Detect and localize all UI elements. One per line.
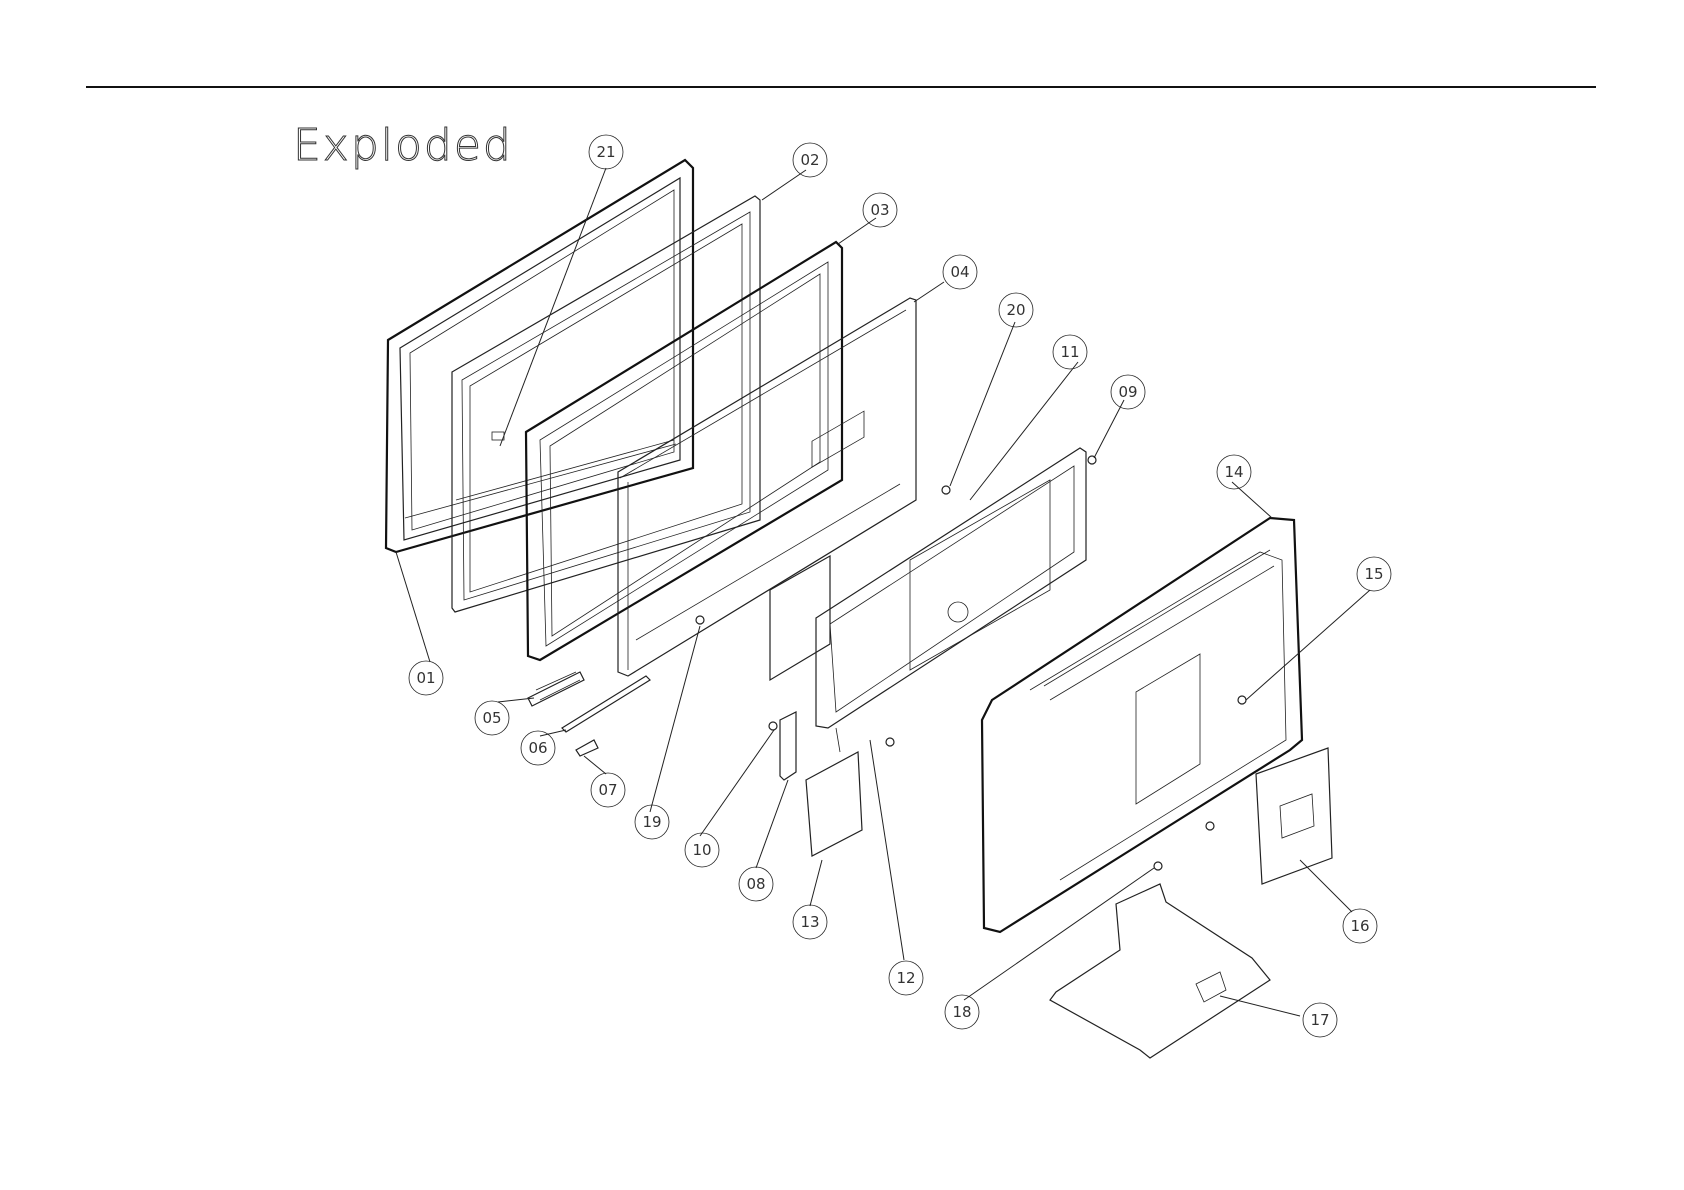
callout-12-label: 12 xyxy=(896,969,915,987)
callout-03-label: 03 xyxy=(870,201,889,219)
callout-13-label: 13 xyxy=(800,913,819,931)
callout-01-label: 01 xyxy=(416,669,435,687)
callout-19-label: 19 xyxy=(642,813,661,831)
callout-10-label: 10 xyxy=(692,841,711,859)
callout-16: 16 xyxy=(1343,909,1377,943)
part-panel-frame xyxy=(526,242,842,660)
callout-08: 08 xyxy=(739,867,773,901)
callout-20-label: 20 xyxy=(1006,301,1025,319)
callout-07-label: 07 xyxy=(598,781,617,799)
callout-14-label: 14 xyxy=(1224,463,1243,481)
callout-16-label: 16 xyxy=(1350,917,1369,935)
part-clip xyxy=(576,740,598,756)
part-small-board xyxy=(770,556,830,680)
callouts: 21 02 03 04 20 11 09 14 15 01 05 06 07 1… xyxy=(409,135,1391,1037)
callout-15: 15 xyxy=(1357,557,1391,591)
callout-18-label: 18 xyxy=(952,1003,971,1021)
callout-19: 19 xyxy=(635,805,669,839)
callout-05-label: 05 xyxy=(482,709,501,727)
callout-11-label: 11 xyxy=(1060,343,1079,361)
callout-15-label: 15 xyxy=(1364,565,1383,583)
callout-06: 06 xyxy=(521,731,555,765)
part-io-bracket xyxy=(780,712,796,780)
part-cable-cover xyxy=(806,728,862,856)
callout-12: 12 xyxy=(889,961,923,995)
callout-17-label: 17 xyxy=(1310,1011,1329,1029)
callout-18: 18 xyxy=(945,995,979,1029)
callout-05: 05 xyxy=(475,701,509,735)
callout-09: 09 xyxy=(1111,375,1145,409)
callout-11: 11 xyxy=(1053,335,1087,369)
callout-13: 13 xyxy=(793,905,827,939)
part-main-shield xyxy=(816,448,1086,728)
callout-03: 03 xyxy=(863,193,897,227)
callout-21-label: 21 xyxy=(596,143,615,161)
part-lcd-panel xyxy=(618,298,916,676)
part-logo-plate xyxy=(1256,748,1332,884)
callout-04-label: 04 xyxy=(950,263,969,281)
leader-lines xyxy=(396,168,1370,1016)
callout-21: 21 xyxy=(589,135,623,169)
callout-10: 10 xyxy=(685,833,719,867)
callout-07: 07 xyxy=(591,773,625,807)
callout-08-label: 08 xyxy=(746,875,765,893)
part-button-board xyxy=(528,672,584,706)
part-inner-frame xyxy=(452,196,760,612)
callout-06-label: 06 xyxy=(528,739,547,757)
callout-02-label: 02 xyxy=(800,151,819,169)
callout-09-label: 09 xyxy=(1118,383,1137,401)
callout-02: 02 xyxy=(793,143,827,177)
part-stand xyxy=(1050,884,1270,1058)
part-back-cover xyxy=(982,518,1302,932)
callout-04: 04 xyxy=(943,255,977,289)
callout-01: 01 xyxy=(409,661,443,695)
part-front-bezel xyxy=(386,160,693,552)
callout-20: 20 xyxy=(999,293,1033,327)
callout-17: 17 xyxy=(1303,1003,1337,1037)
